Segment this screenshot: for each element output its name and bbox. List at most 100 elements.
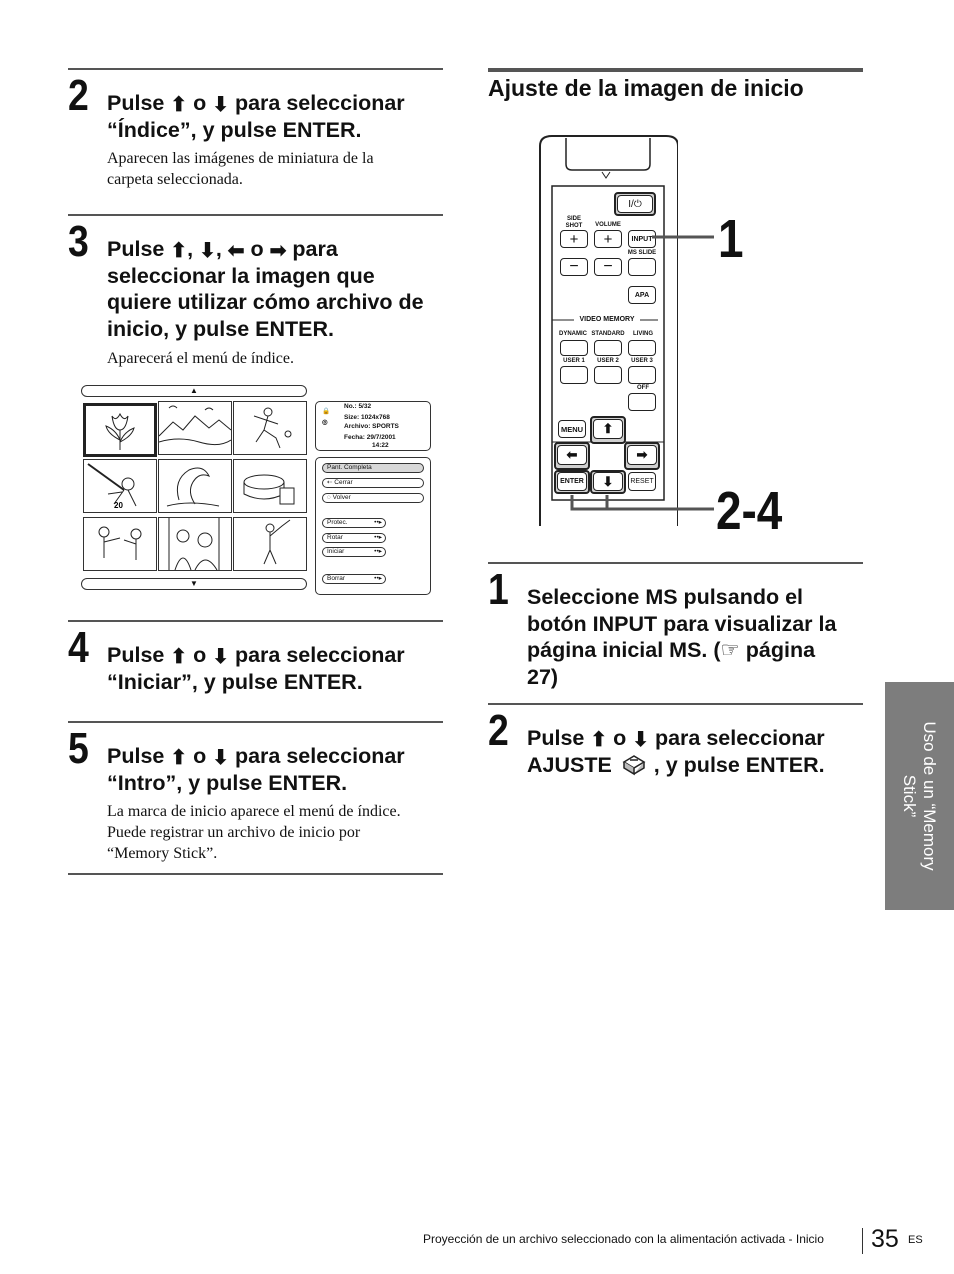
user2-label: USER 2 xyxy=(597,358,619,364)
thumbnail-dolphin xyxy=(158,459,232,513)
user1-label: USER 1 xyxy=(563,358,585,364)
thumbnail-boxing xyxy=(83,517,157,571)
side-shot-plus-button[interactable]: + xyxy=(560,230,588,248)
power-button[interactable]: I/⏻ xyxy=(617,195,653,213)
step-number: 3 xyxy=(68,217,89,266)
step-title: Pulse ⬆ o ⬇ para seleccionar “Iniciar”, … xyxy=(107,643,405,694)
menu-item-cerrar[interactable]: ⇠ Cerrar xyxy=(322,478,424,488)
standard-label: STANDARD xyxy=(591,331,625,337)
living-button[interactable] xyxy=(628,340,656,356)
step-title: Pulse ⬆ o ⬇ para seleccionar AJUSTE , y … xyxy=(527,725,825,782)
ms-slide-button[interactable] xyxy=(628,258,656,276)
arrow-up-icon: ⬆ xyxy=(590,729,608,751)
arrow-down-icon: ⬇ xyxy=(602,474,614,489)
divider xyxy=(68,873,443,875)
arrow-up-icon: ⬆ xyxy=(170,240,188,262)
user3-button[interactable] xyxy=(628,366,656,384)
thumbnail-grid: 20 xyxy=(81,401,307,575)
step-number: 2 xyxy=(488,706,509,755)
arrow-left-icon: ⬅ xyxy=(227,240,245,262)
step-title: Pulse ⬆, ⬇, ⬅ o ➡ para seleccionar la im… xyxy=(107,237,424,341)
info-hora: 14:22 xyxy=(372,442,389,449)
arrow-right-icon: ➡ xyxy=(636,447,648,462)
section-rule xyxy=(488,68,863,72)
standard-button[interactable] xyxy=(594,340,622,356)
down-button[interactable]: ⬇ xyxy=(593,472,623,491)
pointing-hand-icon: ☞ xyxy=(720,638,740,662)
apa-button[interactable]: APA xyxy=(628,286,656,304)
up-button[interactable]: ⬆ xyxy=(593,419,623,439)
user1-button[interactable] xyxy=(560,366,588,384)
thumbnail-people xyxy=(158,517,232,571)
info-archivo: Archivo: SPORTS xyxy=(344,423,399,430)
arrow-down-icon: ⬇ xyxy=(199,240,216,262)
divider xyxy=(488,562,863,564)
footer-caption: Proyección de un archivo seleccionado co… xyxy=(423,1232,824,1246)
arrow-up-icon: ⬆ xyxy=(602,421,614,436)
step-number: 1 xyxy=(488,565,509,614)
arrow-down-icon: ⬇ xyxy=(632,729,649,751)
arrow-down-icon: ⬇ xyxy=(212,646,229,668)
step-number: 5 xyxy=(68,724,89,773)
scroll-down-bar: ▼ xyxy=(81,578,307,590)
divider xyxy=(68,214,443,216)
step-description: Aparecerá el menú de índice. xyxy=(107,350,295,367)
ms-slide-label: MS SLIDE xyxy=(627,250,657,256)
page-number: 35 xyxy=(871,1225,899,1253)
scroll-up-bar: ▲ xyxy=(81,385,307,397)
user2-button[interactable] xyxy=(594,366,622,384)
arrow-up-icon: ⬆ xyxy=(170,747,188,769)
menu-item-protec[interactable]: Protec.••▸ xyxy=(322,518,386,528)
volume-label: VOLUME xyxy=(595,222,621,228)
menu-item-volver[interactable]: ◌ Volver xyxy=(322,493,424,503)
menu-button[interactable]: MENU xyxy=(558,420,586,438)
step-number: 4 xyxy=(68,623,89,672)
divider xyxy=(68,721,443,723)
footer-separator xyxy=(862,1228,863,1254)
rotate-icon: ◎ xyxy=(322,419,328,426)
step-title: Pulse ⬆ o ⬇ para seleccionar “Intro”, y … xyxy=(107,744,405,795)
ajuste-toolbox-icon xyxy=(618,752,648,783)
callout-1: 1 xyxy=(718,209,744,269)
svg-text:20: 20 xyxy=(114,501,123,510)
info-number: No.: 5/32 xyxy=(344,403,372,410)
reset-button[interactable]: RESET xyxy=(628,472,656,491)
thumbnail-tulip xyxy=(83,403,157,457)
step-title: Pulse ⬆ o ⬇ para seleccionar “Índice”, y… xyxy=(107,91,405,142)
section-heading: Ajuste de la imagen de inicio xyxy=(488,75,804,101)
info-size: Size: 1024x768 xyxy=(344,414,390,421)
menu-item-rotar[interactable]: Rotar••▸ xyxy=(322,533,386,543)
arrow-down-icon: ⬇ xyxy=(212,747,229,769)
menu-item-pant-completa[interactable]: Pant. Completa xyxy=(322,463,424,473)
step-description: La marca de inicio aparece el menú de ín… xyxy=(107,803,401,862)
arrow-down-icon: ⬇ xyxy=(212,94,229,116)
language-code: ES xyxy=(908,1234,923,1246)
side-shot-minus-button[interactable]: − xyxy=(560,258,588,276)
dynamic-button[interactable] xyxy=(560,340,588,356)
step-title: Seleccione MS pulsando el botón INPUT pa… xyxy=(527,585,837,689)
menu-item-iniciar[interactable]: Iniciar••▸ xyxy=(322,547,386,557)
off-button[interactable] xyxy=(628,393,656,411)
callout-2-4: 2-4 xyxy=(716,481,783,541)
dynamic-label: DYNAMIC xyxy=(559,331,587,337)
volume-minus-button[interactable]: − xyxy=(594,258,622,276)
triangle-down-icon: ▼ xyxy=(190,579,198,588)
input-button[interactable]: INPUT xyxy=(628,230,656,248)
living-label: LIVING xyxy=(632,331,653,337)
thumbnail-golf xyxy=(233,517,307,571)
volume-plus-button[interactable]: + xyxy=(594,230,622,248)
triangle-up-icon: ▲ xyxy=(190,386,198,395)
arrow-up-icon: ⬆ xyxy=(170,646,188,668)
enter-button[interactable]: ENTER xyxy=(557,472,587,491)
lock-icon: 🔒 xyxy=(322,408,331,415)
step-number: 2 xyxy=(68,71,89,120)
left-button[interactable]: ⬅ xyxy=(557,445,587,465)
right-button[interactable]: ➡ xyxy=(627,445,657,465)
off-label: OFF xyxy=(637,385,649,391)
menu-item-borrar[interactable]: Borrar••▸ xyxy=(322,574,386,584)
user3-label: USER 3 xyxy=(631,358,653,364)
arrow-up-icon: ⬆ xyxy=(170,94,188,116)
info-panel: 🔒 ◎ No.: 5/32 Size: 1024x768 Archivo: SP… xyxy=(315,401,431,451)
